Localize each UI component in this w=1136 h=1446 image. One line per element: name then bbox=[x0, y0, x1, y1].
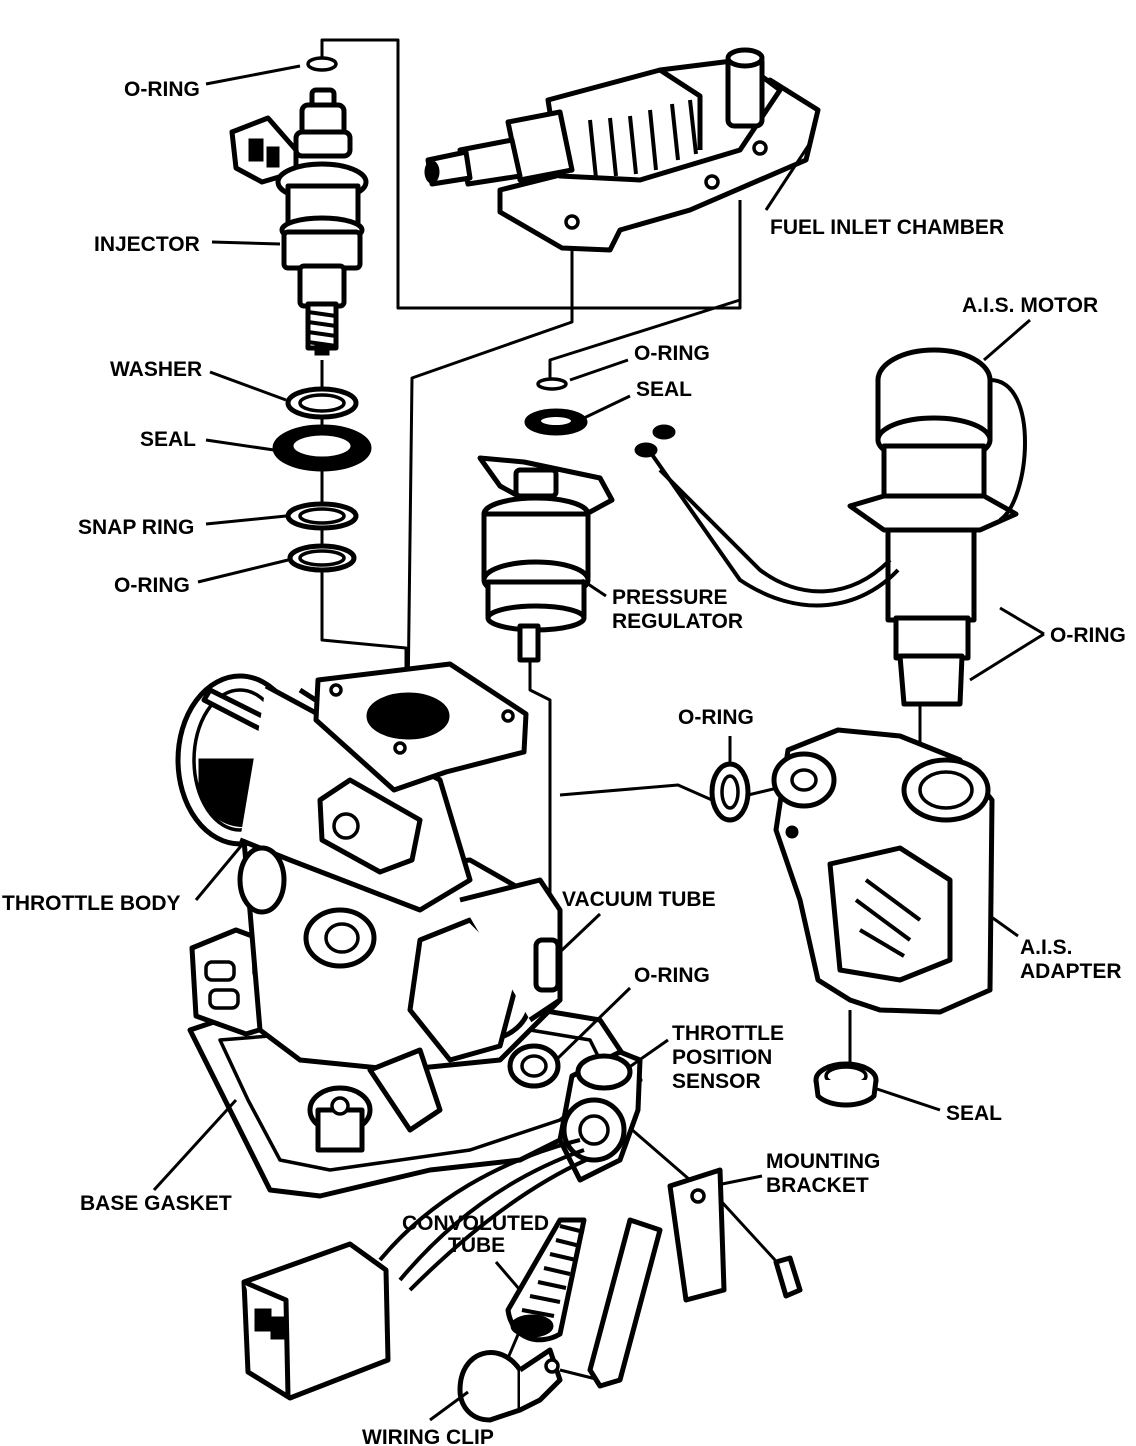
leader-lines bbox=[152, 64, 1045, 1422]
label-mounting-bracket-line1: MOUNTING bbox=[766, 1150, 880, 1173]
callout-labels: O-RING INJECTOR WASHER SEAL SNAP RING O-… bbox=[2, 78, 1126, 1446]
label-ais-adapter-line2: ADAPTER bbox=[1020, 960, 1122, 983]
convoluted-tube bbox=[505, 1217, 587, 1343]
tps-o-ring bbox=[507, 1043, 561, 1089]
label-o-ring-ais-motor: O-RING bbox=[1050, 624, 1126, 647]
label-o-ring-center: O-RING bbox=[678, 706, 754, 729]
assembly-guide-lines bbox=[320, 38, 922, 1382]
label-injector: INJECTOR bbox=[94, 233, 200, 256]
label-washer: WASHER bbox=[110, 358, 202, 381]
label-base-gasket: BASE GASKET bbox=[80, 1192, 232, 1215]
throttle-position-sensor bbox=[557, 1049, 643, 1183]
label-wiring-clip: WIRING CLIP bbox=[362, 1426, 494, 1446]
regulator-o-ring bbox=[536, 377, 568, 391]
label-ais-motor: A.I.S. MOTOR bbox=[962, 294, 1098, 317]
label-fuel-inlet-chamber: FUEL INLET CHAMBER bbox=[770, 216, 1004, 239]
mounting-bracket bbox=[587, 1167, 803, 1389]
label-o-ring-left: O-RING bbox=[114, 574, 190, 597]
pressure-regulator bbox=[477, 455, 615, 663]
label-o-ring-regulator: O-RING bbox=[634, 342, 710, 365]
ais-motor bbox=[634, 347, 1027, 707]
label-o-ring-tps: O-RING bbox=[634, 964, 710, 987]
label-tps-line2: POSITION bbox=[672, 1046, 772, 1069]
label-mounting-bracket-line2: BRACKET bbox=[766, 1174, 869, 1197]
harness-connector bbox=[241, 1241, 391, 1401]
label-pressure-regulator-line2: REGULATOR bbox=[612, 610, 743, 633]
label-ais-adapter-line1: A.I.S. bbox=[1020, 936, 1073, 959]
label-seal-left: SEAL bbox=[140, 428, 196, 451]
injector-washer bbox=[285, 386, 359, 420]
wiring-clip bbox=[457, 1347, 563, 1423]
center-o-ring bbox=[709, 761, 751, 823]
label-convoluted-tube-line1: CONVOLUTED bbox=[402, 1212, 549, 1235]
injector-snap-ring bbox=[285, 501, 359, 531]
label-pressure-regulator-line1: PRESSURE bbox=[612, 586, 728, 609]
injector-o-ring-lower bbox=[287, 543, 357, 573]
fuel-inlet-chamber bbox=[424, 47, 821, 253]
label-tps-line3: SENSOR bbox=[672, 1070, 761, 1093]
label-vacuum-tube: VACUUM TUBE bbox=[562, 888, 716, 911]
label-seal-adapter: SEAL bbox=[946, 1102, 1002, 1125]
injector bbox=[229, 87, 369, 356]
label-throttle-body: THROTTLE BODY bbox=[2, 892, 181, 915]
label-convoluted-tube-line2: TUBE bbox=[448, 1234, 505, 1257]
regulator-seal bbox=[524, 408, 588, 436]
label-o-ring-top: O-RING bbox=[124, 78, 200, 101]
injector-seal bbox=[272, 424, 372, 472]
label-tps-line1: THROTTLE bbox=[672, 1022, 784, 1045]
wiring-harness bbox=[378, 1138, 587, 1292]
ais-adapter bbox=[771, 727, 995, 1015]
label-snap-ring: SNAP RING bbox=[78, 516, 194, 539]
injector-o-ring-top bbox=[306, 56, 338, 72]
throttle-body bbox=[175, 661, 643, 1199]
label-seal-regulator: SEAL bbox=[636, 378, 692, 401]
ais-adapter-seal bbox=[813, 1061, 879, 1108]
